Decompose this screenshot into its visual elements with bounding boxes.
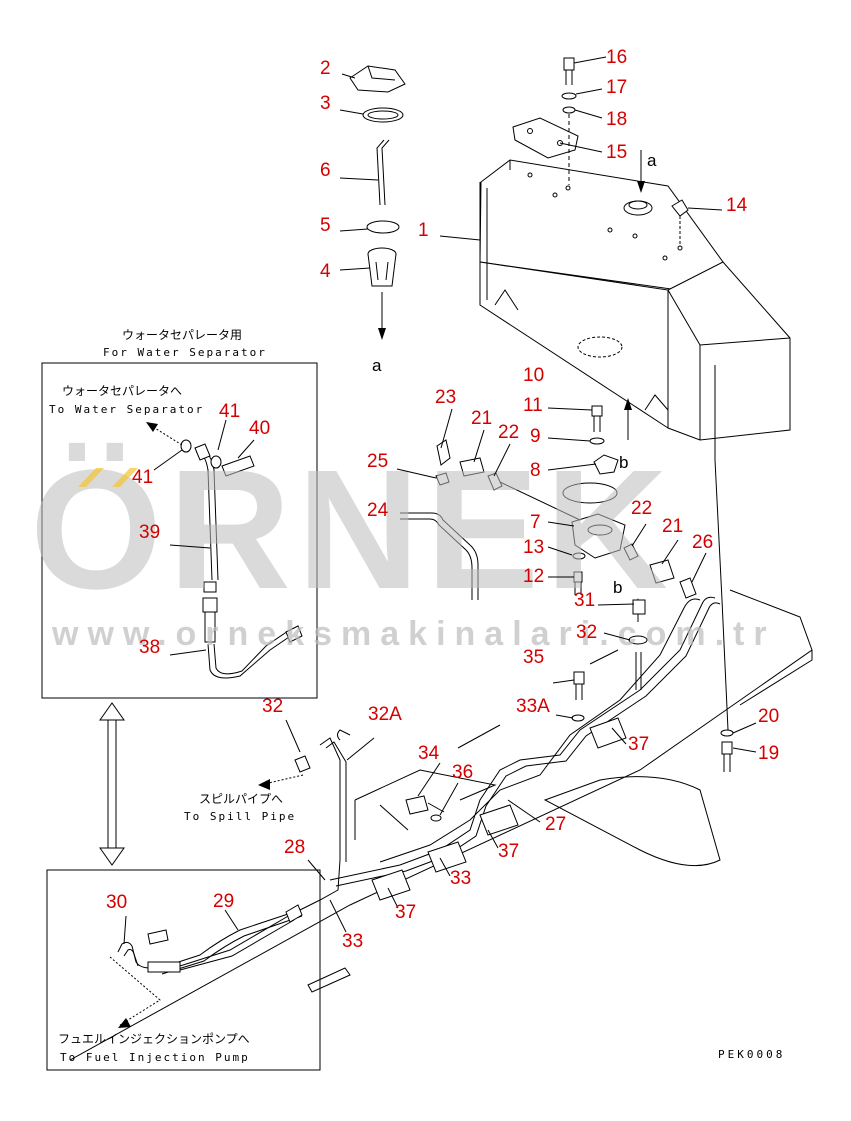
view-marker-b-left: b	[613, 578, 622, 597]
callout-41-lower: 41	[132, 467, 153, 488]
callout-23: 23	[435, 387, 456, 408]
caption-spill-pipe-en: To Spill Pipe	[184, 810, 296, 823]
callout-21-upper: 21	[471, 408, 492, 429]
callout-35: 35	[523, 647, 544, 668]
inset-link-arrow	[99, 702, 125, 866]
inset-water-separator	[41, 362, 318, 699]
fittings-upper	[400, 439, 697, 690]
callout-22-upper: 22	[498, 422, 519, 443]
callout-labels: 1 2 3 6 5 4 16 17 18 15 14 10 11 9 8 7 1…	[106, 47, 779, 952]
callout-18: 18	[606, 109, 627, 130]
filler-cap-assembly	[349, 65, 406, 340]
callout-25: 25	[367, 451, 388, 472]
callout-8: 8	[530, 460, 541, 481]
caption-fuel-pump-en: To Fuel Injection Pump	[60, 1051, 250, 1064]
callout-3: 3	[320, 93, 331, 114]
drawing-code: PEK0008	[718, 1048, 785, 1061]
callout-33A: 33A	[516, 696, 550, 717]
caption-water-separator-en: For Water Separator	[103, 346, 267, 359]
view-marker-a-bottom: a	[372, 356, 382, 375]
callout-31: 31	[574, 590, 595, 611]
callout-13: 13	[523, 537, 544, 558]
watermark-url: www.orneksmakinalari.com.tr	[51, 615, 776, 653]
leader-lines	[123, 56, 757, 945]
fuel-tank	[479, 159, 791, 731]
fuel-piping	[159, 596, 734, 975]
callout-21-lower: 21	[662, 516, 683, 537]
callout-24: 24	[367, 500, 389, 521]
callout-4: 4	[320, 261, 331, 282]
callout-28: 28	[284, 837, 305, 858]
callout-36-upper: 36	[452, 762, 473, 783]
callout-40: 40	[249, 418, 270, 439]
callout-9: 9	[530, 426, 541, 447]
callout-1: 1	[418, 220, 429, 241]
breather-14	[671, 199, 689, 245]
caption-spill-pipe-jp: スピルパイプへ	[199, 792, 283, 806]
callout-11: 11	[523, 395, 543, 416]
bracket-assembly	[512, 57, 579, 185]
caption-to-water-separator-jp: ウォータセパレータへ	[62, 384, 182, 398]
callout-32-left: 32	[262, 696, 283, 717]
caption-fuel-pump-jp: フュエルインジェクションポンプへ	[58, 1032, 250, 1046]
callout-20: 20	[758, 706, 779, 727]
watermark-brand: ÖRNEK	[30, 435, 674, 625]
caption-water-separator-jp: ウォータセパレータ用	[122, 328, 242, 342]
callout-12: 12	[523, 566, 544, 587]
callout-37-right: 37	[628, 734, 649, 755]
callout-7: 7	[530, 512, 541, 533]
callout-26: 26	[692, 532, 713, 553]
callout-37-mid: 37	[498, 841, 519, 862]
view-marker-a-top: a	[647, 151, 657, 170]
callout-6: 6	[320, 160, 331, 181]
callout-17: 17	[606, 77, 627, 98]
callout-29: 29	[213, 891, 234, 912]
inset-fuel-pump	[46, 869, 351, 1071]
callout-10: 10	[523, 365, 544, 386]
callout-2: 2	[320, 58, 331, 79]
callout-34: 34	[418, 743, 440, 764]
frame-plate	[69, 589, 813, 1061]
callout-19: 19	[758, 743, 779, 764]
sender-assembly	[562, 398, 642, 622]
callout-22-lower: 22	[631, 498, 652, 519]
callout-5: 5	[320, 215, 331, 236]
callout-15: 15	[606, 142, 627, 163]
callout-27: 27	[545, 814, 566, 835]
view-marker-b-right: b	[619, 453, 628, 472]
callout-32-right: 32	[576, 622, 597, 643]
callout-32A: 32A	[368, 704, 402, 725]
callout-30: 30	[106, 892, 127, 913]
caption-to-water-separator-en: To Water Separator	[49, 403, 204, 416]
callout-39: 39	[139, 522, 160, 543]
callout-14: 14	[726, 195, 748, 216]
callout-16: 16	[606, 47, 627, 68]
callout-41-upper: 41	[219, 401, 240, 422]
callout-38: 38	[139, 637, 160, 658]
callout-33-left: 33	[342, 931, 363, 952]
watermark: ÖRNEK www.orneksmakinalari.com.tr	[30, 435, 776, 653]
callout-33-mid: 33	[450, 868, 471, 889]
callout-37-left: 37	[395, 902, 416, 923]
